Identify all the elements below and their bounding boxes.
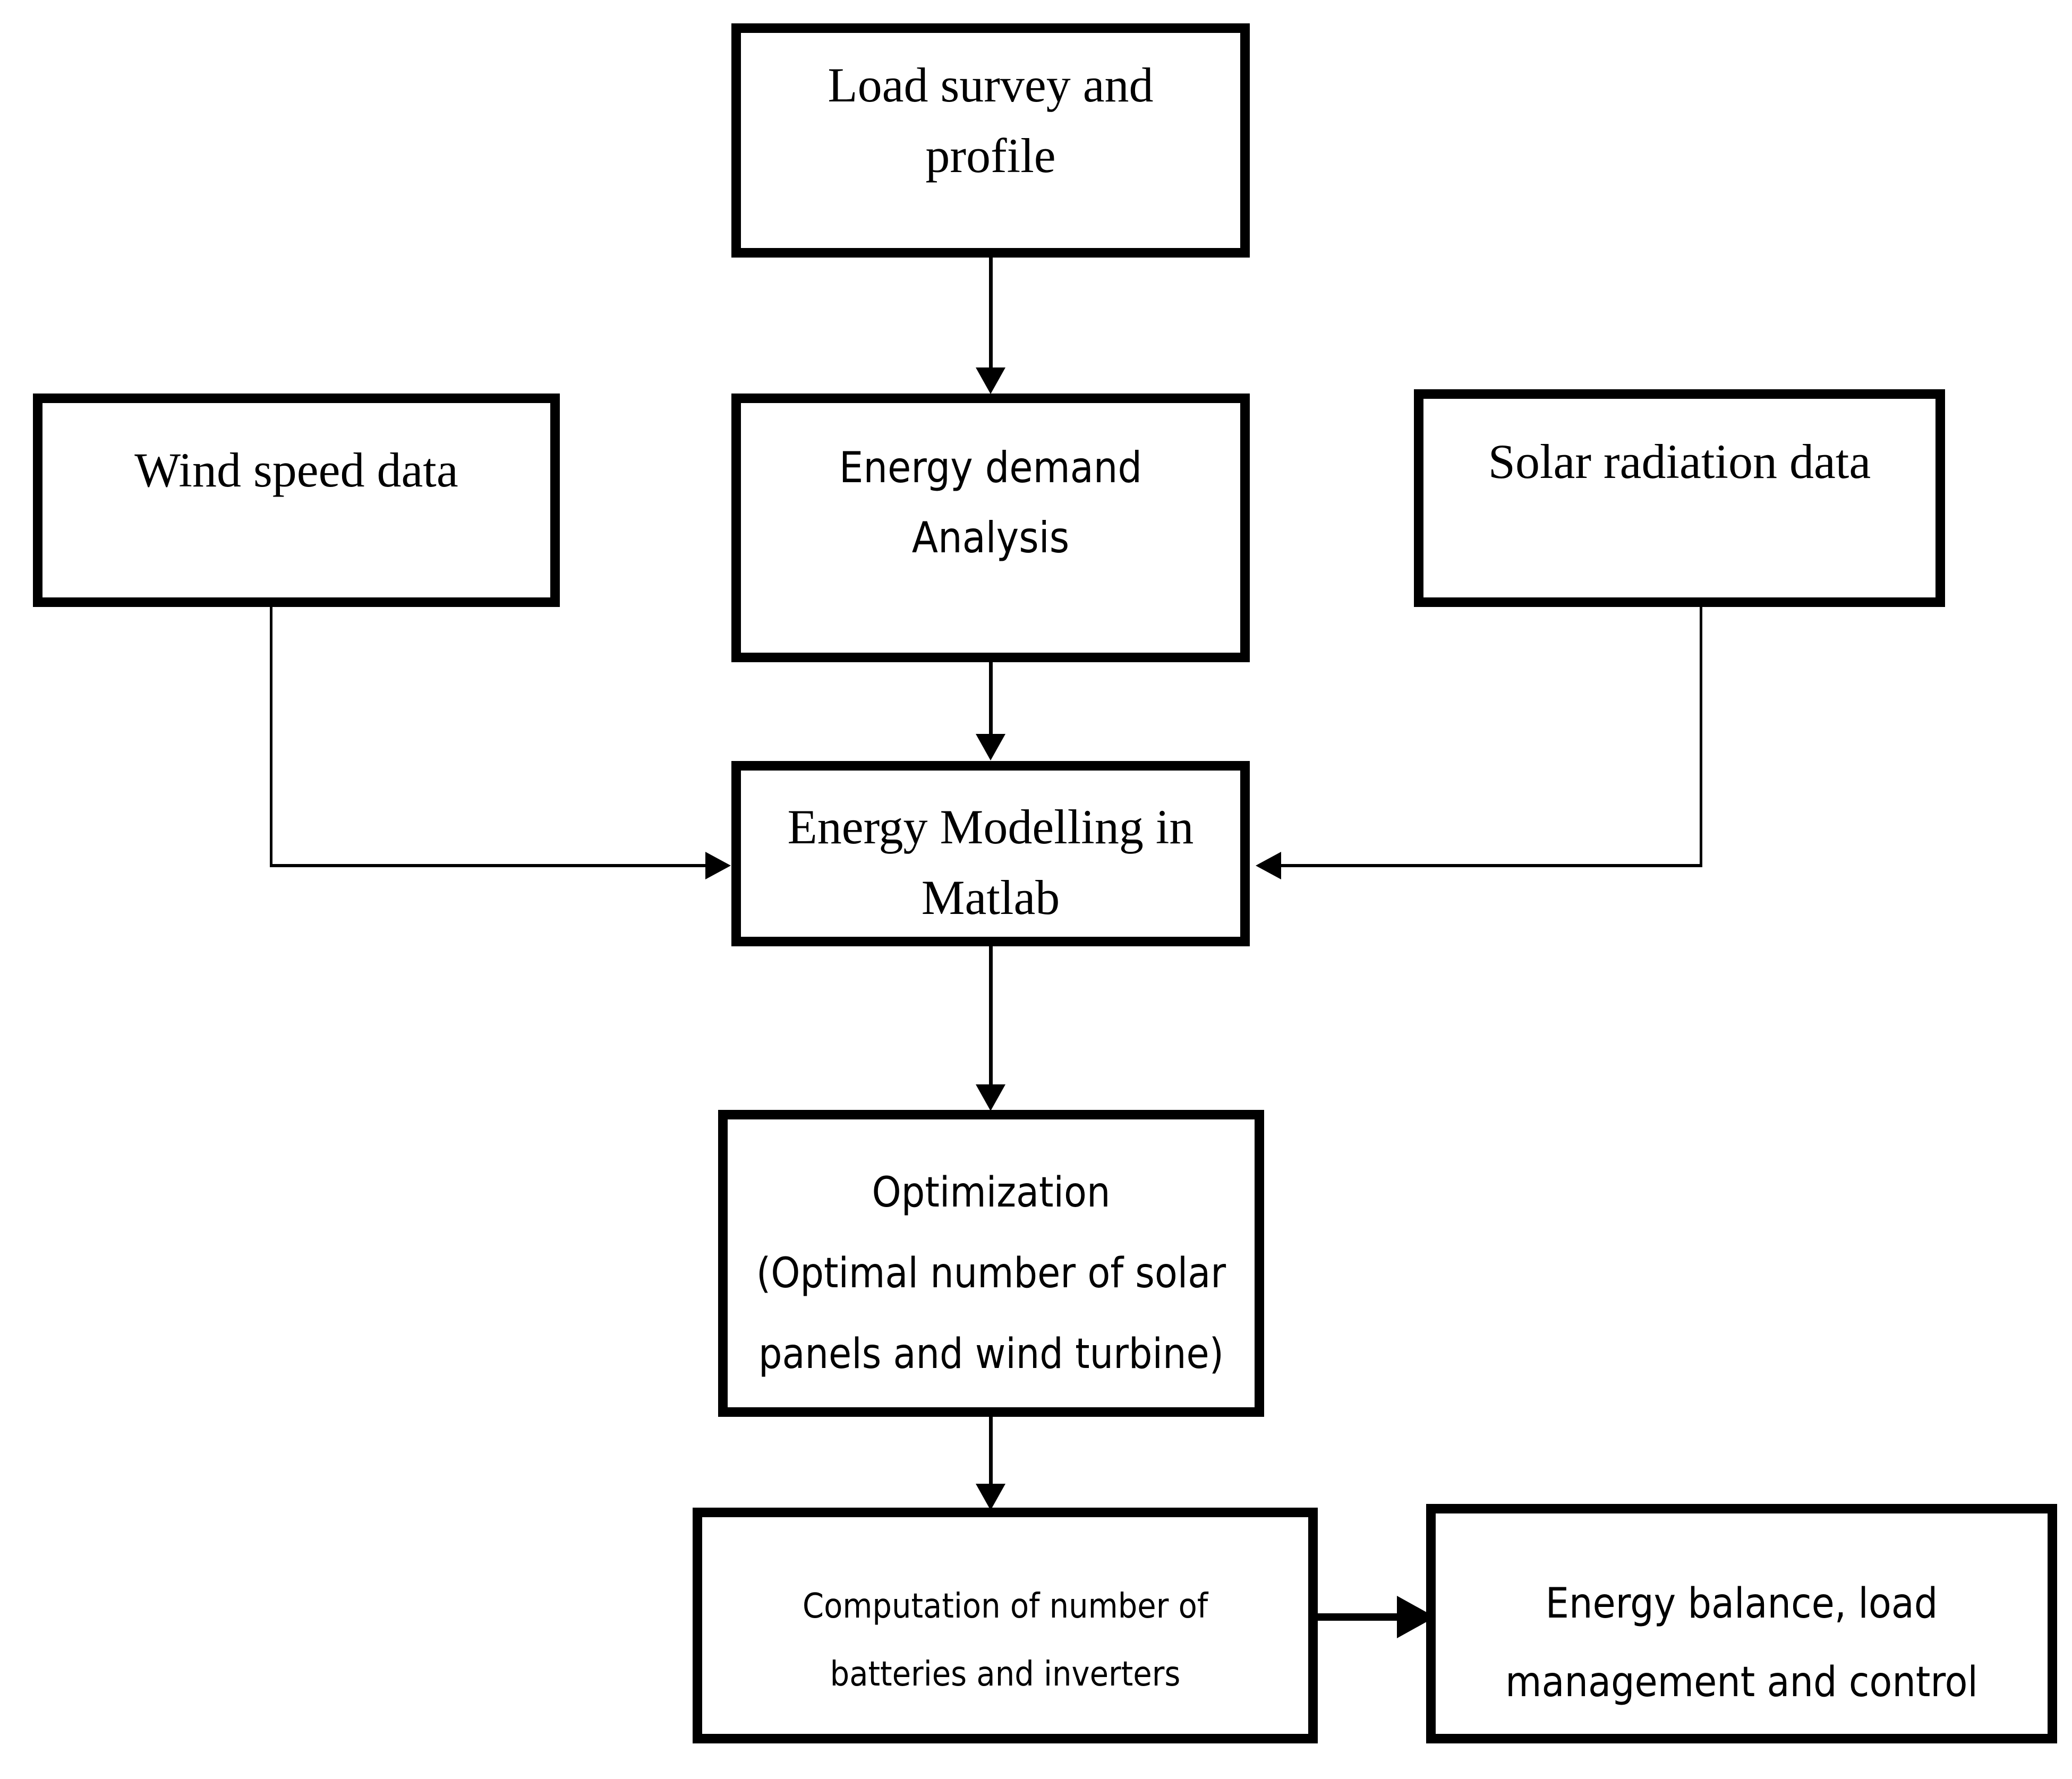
node-optimize-line-2: (Optimal number of solar <box>756 1250 1226 1298</box>
node-computation-of-batteries-and-inverters: Computation of number of batteries and i… <box>693 1508 1318 1743</box>
node-solar-line-1: Solar radiation data <box>1488 434 1871 489</box>
edge-computation-to-balance-arrowhead-icon <box>1397 1596 1435 1638</box>
node-load-line-2: profile <box>925 129 1056 183</box>
node-energy-demand-analysis: Energy demand Analysis <box>731 394 1250 662</box>
node-compute-line-1: Computation of number of <box>802 1587 1208 1626</box>
node-wind-speed-data: Wind speed data <box>33 394 560 607</box>
edge-load-to-demand-line <box>989 258 993 370</box>
node-load-line-1: Load survey and <box>828 58 1154 112</box>
node-solar-radiation-data: Solar radiation data <box>1414 389 1945 607</box>
edge-solar-to-matlab-vertical <box>1700 607 1702 867</box>
edge-optimization-to-computation-arrowhead-icon <box>976 1484 1005 1510</box>
node-energy-modelling-in-matlab: Energy Modelling in Matlab <box>731 761 1250 946</box>
edge-optimization-to-computation-line <box>989 1417 993 1486</box>
edge-wind-to-matlab-horizontal <box>270 864 705 867</box>
node-matlab-line-2: Matlab <box>921 870 1060 925</box>
edge-wind-to-matlab-arrowhead-icon <box>705 852 731 879</box>
edge-solar-to-matlab-arrowhead-icon <box>1256 852 1281 879</box>
node-balance-line-2: management and control <box>1505 1658 1978 1707</box>
edge-load-to-demand-arrowhead-icon <box>976 367 1005 394</box>
node-optimization: Optimization (Optimal number of solar pa… <box>718 1110 1264 1417</box>
node-compute-line-2: batteries and inverters <box>830 1655 1181 1694</box>
node-demand-line-1: Energy demand <box>839 443 1142 492</box>
edge-demand-to-matlab-arrowhead-icon <box>976 734 1005 760</box>
edge-matlab-to-optimization-arrowhead-icon <box>976 1084 1005 1111</box>
node-energy-balance-load-management-and-control: Energy balance, load management and cont… <box>1426 1504 2057 1743</box>
edge-demand-to-matlab-line <box>989 662 993 737</box>
node-optimize-line-3: panels and wind turbine) <box>758 1330 1224 1379</box>
node-matlab-line-1: Energy Modelling in <box>787 800 1194 854</box>
node-wind-line-1: Wind speed data <box>134 443 458 497</box>
edge-matlab-to-optimization-line <box>989 946 993 1087</box>
node-load-survey-and-profile: Load survey and profile <box>731 23 1250 258</box>
node-balance-line-1: Energy balance, load <box>1545 1580 1938 1628</box>
edge-computation-to-balance-line <box>1316 1613 1417 1621</box>
edge-wind-to-matlab-vertical <box>270 607 272 867</box>
node-demand-line-2: Analysis <box>911 513 1070 562</box>
node-optimize-line-1: Optimization <box>872 1169 1111 1217</box>
edge-solar-to-matlab-horizontal <box>1281 864 1702 867</box>
